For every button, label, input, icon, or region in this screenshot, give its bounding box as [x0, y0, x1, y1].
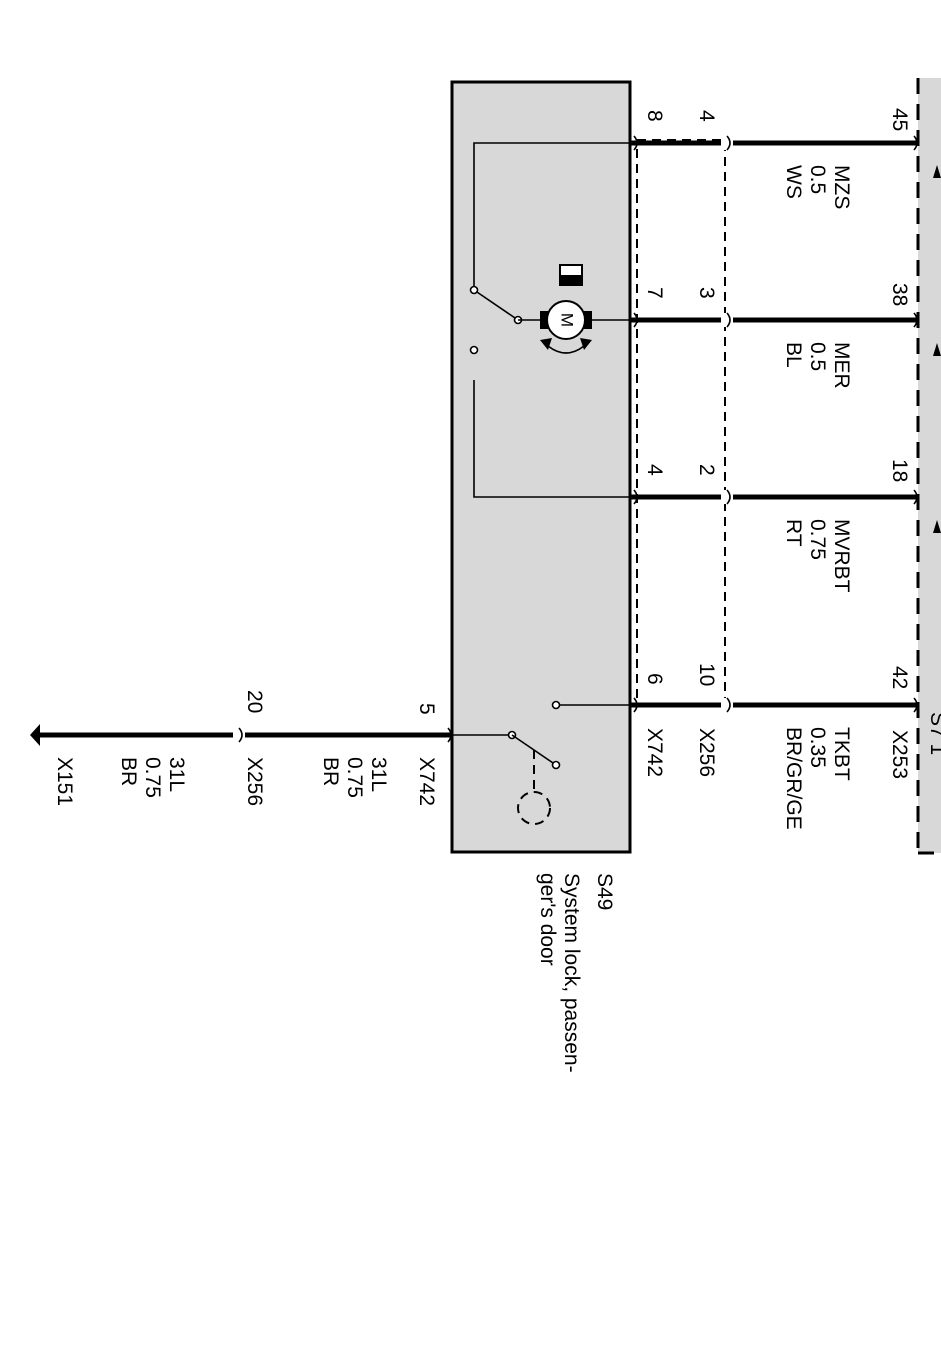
actuator-icon: [517, 791, 551, 825]
motor-brush: [584, 311, 592, 329]
upper-pin-3: 18: [888, 459, 911, 482]
ground-seg2-gauge: 0.75: [141, 757, 164, 798]
arrow-icon: [933, 343, 941, 356]
arrow-icon: [933, 165, 941, 178]
labels: 45 38 18 42 X253 S7 1 MZS 0.5 WS MER 0.5…: [53, 108, 941, 1073]
wire-2-gauge: 0.5: [806, 342, 829, 371]
ground-point-label: X151: [53, 757, 76, 806]
wire-4-gauge: 0.35: [806, 727, 829, 768]
ground-seg2-connector: X256: [243, 757, 266, 806]
ground-icon: [30, 724, 40, 746]
ground-seg1-color: BR: [319, 757, 342, 786]
wire-4-color: BR/GR/GE: [782, 727, 805, 830]
connector-x253-label: X253: [888, 730, 911, 779]
ground-pin-x256: 20: [243, 690, 266, 713]
component-desc-line1: System lock, passen-: [560, 873, 583, 1073]
x742-pin-3: 4: [643, 464, 666, 476]
upper-pin-4: 42: [888, 666, 911, 689]
connector-x742-label: X742: [643, 728, 666, 777]
x742-pin-2: 7: [643, 287, 666, 299]
wire-3-color: RT: [782, 519, 805, 547]
component-s49: [450, 80, 632, 854]
ground-wires: [30, 724, 452, 746]
x256-pin-4: 10: [695, 663, 718, 686]
component-id: S49: [593, 873, 616, 910]
upper-module-label: S7 1: [926, 712, 941, 755]
wire-1-color: WS: [782, 165, 805, 199]
wire-3-gauge: 0.75: [806, 519, 829, 560]
connector-x256-label: X256: [695, 728, 718, 777]
ground-seg1-signal: 31L: [367, 757, 390, 792]
wire-2-signal: MER: [830, 342, 853, 389]
upper-module: [916, 78, 941, 855]
x742-pin-1: 8: [643, 110, 666, 122]
upper-pin-2: 38: [888, 283, 911, 306]
wire-1-gauge: 0.5: [806, 165, 829, 194]
x742-pin-4: 6: [643, 673, 666, 685]
x256-pin-2: 3: [695, 287, 718, 299]
s49-internal: M: [452, 142, 630, 825]
switch-arm: [473, 289, 519, 321]
ground-pin-x742: 5: [415, 703, 438, 715]
wire-1-signal: MZS: [830, 165, 853, 209]
motor-brush: [540, 311, 548, 329]
upper-pin-1: 45: [888, 108, 911, 131]
x256-pin-3: 2: [695, 464, 718, 476]
wire-3-signal: MVRBT: [830, 519, 853, 593]
wire-4-signal: TKBT: [830, 727, 853, 781]
main-wires: [630, 135, 918, 713]
component-desc-line2: ger's door: [536, 873, 559, 966]
connector-x256-outline: [636, 139, 726, 707]
motor-symbol: M: [558, 313, 577, 327]
ground-seg2-color: BR: [117, 757, 140, 786]
arrow-icon: [933, 520, 941, 533]
x256-pin-1: 4: [695, 110, 718, 122]
wire-2-color: BL: [782, 342, 805, 368]
motor-icon: [546, 300, 586, 340]
ground-seg2-signal: 31L: [165, 757, 188, 792]
ground-seg1-connector: X742: [415, 757, 438, 806]
ground-seg1-gauge: 0.75: [343, 757, 366, 798]
